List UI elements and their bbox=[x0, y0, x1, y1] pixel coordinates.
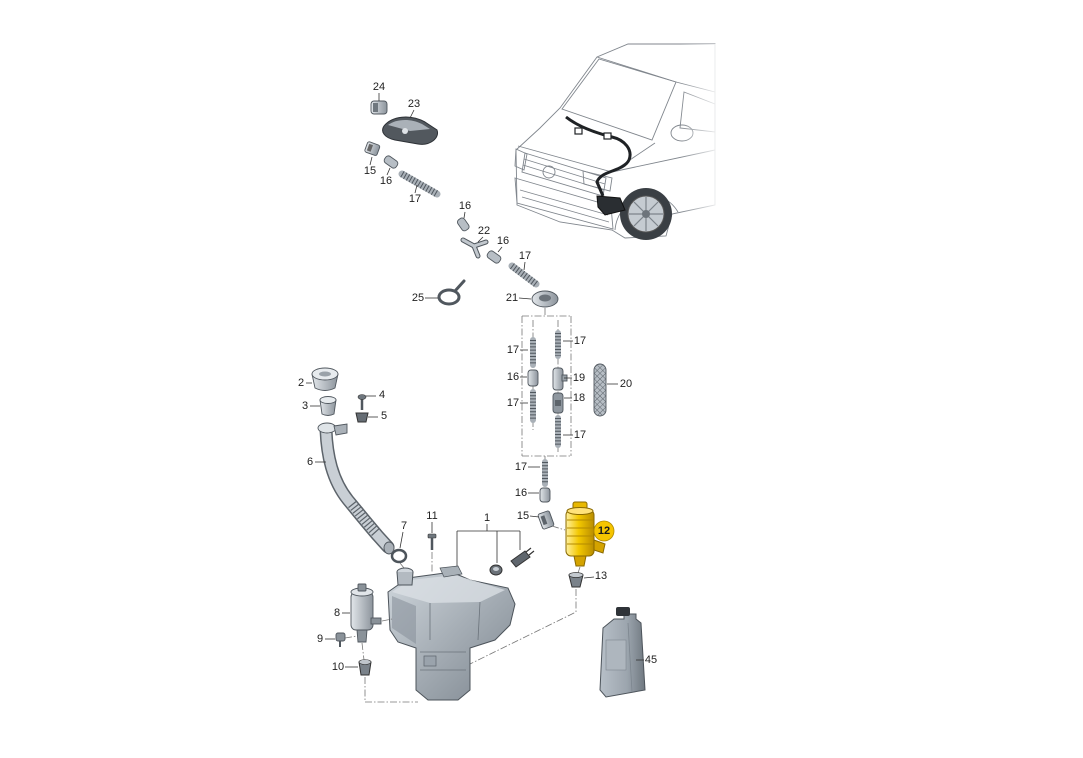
callout-16-lower[interactable]: 16 bbox=[515, 487, 527, 499]
callout-5[interactable]: 5 bbox=[381, 410, 387, 422]
part-23-washer-nozzle bbox=[382, 116, 439, 145]
callout-13[interactable]: 13 bbox=[595, 570, 607, 582]
callout-23[interactable]: 23 bbox=[408, 98, 420, 110]
van-wheel bbox=[620, 188, 672, 240]
callout-22[interactable]: 22 bbox=[478, 225, 490, 237]
callout-16-top[interactable]: 16 bbox=[380, 175, 392, 187]
callout-16-left[interactable]: 16 bbox=[507, 371, 519, 383]
part-10-grommet bbox=[358, 659, 372, 676]
callout-17-right-upper[interactable]: 17 bbox=[574, 335, 586, 347]
callout-17-b[interactable]: 17 bbox=[519, 250, 531, 262]
leader-lines bbox=[306, 93, 644, 668]
part-16-sleeve-lower bbox=[539, 487, 551, 503]
part-9-plug bbox=[335, 632, 346, 647]
part-12-washer-pump bbox=[565, 501, 606, 567]
callout-17-left-lower[interactable]: 17 bbox=[507, 397, 519, 409]
part-13-grommet bbox=[568, 572, 584, 588]
callout-3[interactable]: 3 bbox=[302, 400, 308, 412]
callout-11[interactable]: 11 bbox=[426, 510, 437, 522]
callout-2[interactable]: 2 bbox=[298, 377, 304, 389]
part-2-filler-cap bbox=[311, 367, 339, 391]
part-6-filler-pipe bbox=[317, 422, 395, 555]
part-24-cover bbox=[370, 100, 388, 115]
callout-17-lower[interactable]: 17 bbox=[515, 461, 527, 473]
part-16-hose-sleeve-c bbox=[486, 250, 502, 264]
van-illustration bbox=[514, 43, 716, 244]
van-headlight-left bbox=[514, 148, 528, 171]
callout-9[interactable]: 9 bbox=[317, 633, 323, 645]
part-17-hose-b bbox=[508, 262, 540, 288]
callout-12[interactable]: 12 bbox=[598, 525, 610, 537]
van-washer-hose bbox=[565, 115, 632, 197]
part-1-level-sensor bbox=[510, 547, 535, 568]
part-1-reservoir bbox=[387, 565, 516, 701]
callout-15-lower[interactable]: 15 bbox=[517, 510, 529, 522]
van-logo bbox=[542, 165, 556, 179]
callout-4[interactable]: 4 bbox=[379, 389, 385, 401]
part-1-grommet bbox=[489, 564, 503, 576]
van-washer-pump bbox=[596, 195, 626, 216]
part-8-washer-pump bbox=[350, 583, 382, 643]
part-11-bolt bbox=[427, 533, 437, 550]
callout-7[interactable]: 7 bbox=[401, 520, 407, 532]
part-5-clip bbox=[355, 412, 369, 423]
part-4-screw bbox=[357, 394, 367, 410]
callout-16-b[interactable]: 16 bbox=[459, 200, 471, 212]
part-16-sleeve-left bbox=[527, 369, 539, 387]
callout-12-badge[interactable] bbox=[593, 520, 615, 542]
part-15-connector-top bbox=[364, 141, 381, 156]
part-22-y-connector bbox=[460, 237, 489, 259]
part-19-t-connector bbox=[552, 367, 568, 391]
part-17-hose-a bbox=[398, 170, 441, 198]
bracket-callout-1 bbox=[456, 524, 521, 566]
part-3-filler-adapter bbox=[319, 396, 337, 416]
callouts: 24 23 15 16 17 16 22 16 17 25 21 17 17 1… bbox=[298, 81, 657, 673]
callout-16-c[interactable]: 16 bbox=[497, 235, 509, 247]
callout-17-left-upper[interactable]: 17 bbox=[507, 344, 519, 356]
van-bumper bbox=[514, 177, 614, 230]
callout-25[interactable]: 25 bbox=[412, 292, 424, 304]
callout-17-top[interactable]: 17 bbox=[409, 193, 421, 205]
part-16-hose-sleeve-a bbox=[383, 155, 399, 169]
part-25-hose-clip bbox=[437, 279, 466, 306]
callout-6[interactable]: 6 bbox=[307, 456, 313, 468]
part-15-connector-lower bbox=[537, 510, 555, 530]
callout-21[interactable]: 21 bbox=[506, 292, 518, 304]
callout-10[interactable]: 10 bbox=[332, 661, 344, 673]
part-16-hose-sleeve-b bbox=[457, 217, 470, 232]
callout-24[interactable]: 24 bbox=[373, 81, 385, 93]
part-20-protective-sleeve bbox=[593, 363, 607, 417]
callout-8[interactable]: 8 bbox=[334, 607, 340, 619]
part-18-check-valve bbox=[552, 392, 564, 414]
callout-15-top[interactable]: 15 bbox=[364, 165, 376, 177]
callout-18[interactable]: 18 bbox=[573, 392, 585, 404]
callout-20[interactable]: 20 bbox=[620, 378, 632, 390]
van-grille bbox=[521, 152, 607, 197]
callout-45[interactable]: 45 bbox=[645, 654, 657, 666]
part-7-o-ring bbox=[390, 548, 408, 564]
part-21-grommet bbox=[531, 290, 559, 308]
callout-1[interactable]: 1 bbox=[484, 512, 490, 524]
callout-19[interactable]: 19 bbox=[573, 372, 585, 384]
part-45-washer-fluid-bottle bbox=[599, 607, 646, 698]
callout-17-right-lower[interactable]: 17 bbox=[574, 429, 586, 441]
van-washer-nozzle-left bbox=[574, 127, 583, 135]
van-washer-nozzle-right bbox=[603, 132, 612, 140]
callout-12-highlighted[interactable]: 12 bbox=[593, 520, 615, 542]
